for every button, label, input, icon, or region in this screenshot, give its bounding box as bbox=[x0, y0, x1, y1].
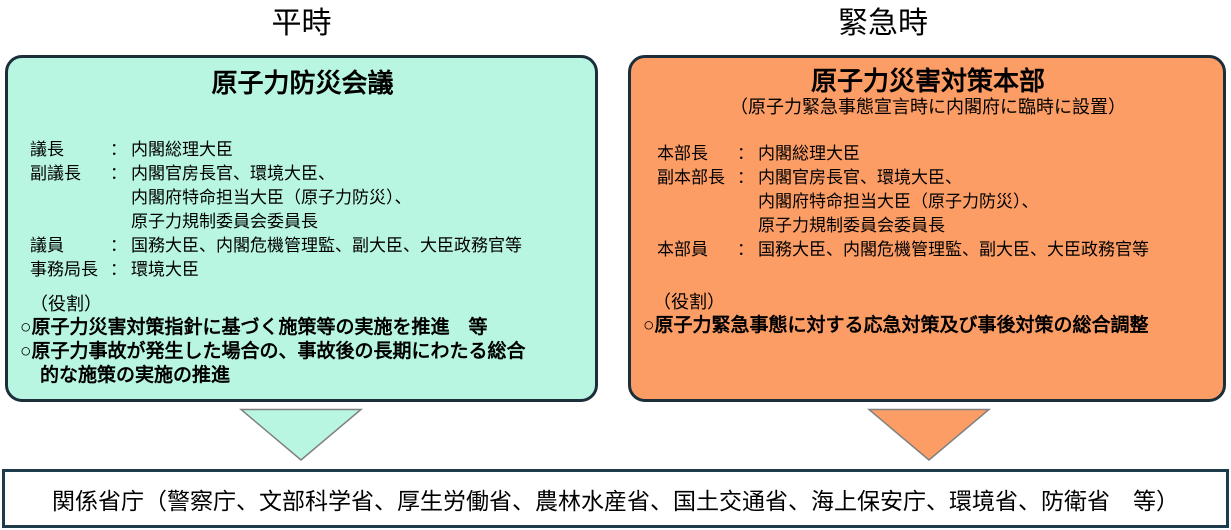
normal-time-label: 平時 bbox=[271, 7, 332, 40]
member-value: 内閣府特命担当大臣（原子力防災）、 bbox=[758, 192, 1039, 211]
member-role: 副本部長 bbox=[657, 168, 725, 187]
member-row-continuation: 原子力規制委員会委員長 bbox=[30, 210, 587, 234]
member-role: 事務局長 bbox=[30, 260, 98, 279]
member-row-continuation: 内閣府特命担当大臣（原子力防災）、 bbox=[30, 186, 587, 210]
member-value: 原子力規制委員会委員長 bbox=[758, 216, 945, 235]
member-role: 副議長 bbox=[30, 164, 81, 183]
headquarters-members: 本部長：内閣総理大臣 副本部長：内閣官房長官、環境大臣、 内閣府特命担当大臣（原… bbox=[641, 142, 1215, 262]
member-row-continuation: 原子力規制委員会委員長 bbox=[657, 214, 1215, 238]
member-row: 本部員 ：国務大臣、内閣危機管理監、副大臣、大臣政務官等 bbox=[657, 238, 1215, 262]
council-role-bullet: ○原子力災害対策指針に基づく施策等の実施を推進 等 bbox=[20, 317, 488, 338]
member-colon bbox=[110, 210, 131, 234]
council-title: 原子力防災会議 bbox=[211, 68, 394, 98]
member-value: 環境大臣 bbox=[131, 260, 199, 279]
down-arrow-icon bbox=[239, 408, 363, 461]
member-role bbox=[657, 190, 737, 214]
member-role bbox=[30, 210, 110, 234]
member-row: 事務局長 ：環境大臣 bbox=[30, 258, 587, 282]
council-roles-heading: （役割） bbox=[30, 294, 102, 314]
related-ministries-text: 関係省庁（警察庁、文部科学省、厚生労働省、農林水産省、国土交通省、海上保安庁、環… bbox=[52, 487, 1179, 514]
headquarters-roles-heading: （役割） bbox=[653, 292, 725, 312]
member-role bbox=[30, 186, 110, 210]
member-colon: ： bbox=[110, 260, 127, 279]
nuclear-preparedness-council-box: 原子力防災会議 議長：内閣総理大臣 副議長：内閣官房長官、環境大臣、 内閣府特命… bbox=[5, 55, 598, 402]
member-colon bbox=[737, 214, 758, 238]
emergency-time-label: 緊急時 bbox=[838, 7, 928, 40]
member-value: 国務大臣、内閣危機管理監、副大臣、大臣政務官等 bbox=[758, 240, 1149, 259]
member-row: 本部長 ：内閣総理大臣 bbox=[657, 142, 1215, 166]
member-role: 本部員 bbox=[657, 240, 708, 259]
member-value: 内閣総理大臣 bbox=[131, 140, 233, 159]
member-colon: ： bbox=[737, 240, 754, 259]
member-value: 原子力規制委員会委員長 bbox=[131, 212, 318, 231]
council-members: 議長：内閣総理大臣 副議長：内閣官房長官、環境大臣、 内閣府特命担当大臣（原子力… bbox=[18, 138, 587, 282]
member-row: 副本部長 ：内閣官房長官、環境大臣、 bbox=[657, 166, 1215, 190]
member-role: 議員 bbox=[30, 236, 64, 255]
member-value: 国務大臣、内閣危機管理監、副大臣、大臣政務官等 bbox=[131, 236, 522, 255]
member-role: 本部長 bbox=[657, 144, 708, 163]
member-row: 議長 ：内閣総理大臣 bbox=[30, 138, 587, 162]
member-value: 内閣官房長官、環境大臣、 bbox=[758, 168, 962, 187]
down-arrow-icon bbox=[867, 408, 991, 461]
member-colon: ： bbox=[110, 140, 127, 159]
nuclear-response-headquarters-box: 原子力災害対策本部 （原子力緊急事態宣言時に内閣府に臨時に設置） 本部長：内閣総… bbox=[628, 55, 1226, 402]
member-colon bbox=[110, 186, 131, 210]
member-colon: ： bbox=[737, 168, 754, 187]
down-arrow-normal-shape bbox=[239, 408, 363, 461]
related-ministries-box: 関係省庁（警察庁、文部科学省、厚生労働省、農林水産省、国土交通省、海上保安庁、環… bbox=[2, 469, 1229, 528]
member-role bbox=[657, 214, 737, 238]
member-colon bbox=[737, 190, 758, 214]
member-value: 内閣総理大臣 bbox=[758, 144, 860, 163]
down-arrow-emergency-shape bbox=[867, 408, 991, 461]
council-role-bullet: ○原子力事故が発生した場合の、事故後の長期にわたる総合 的な施策の実施の推進 bbox=[20, 341, 526, 386]
member-colon: ： bbox=[110, 236, 127, 255]
member-colon: ： bbox=[110, 164, 127, 183]
member-row: 議員 ：国務大臣、内閣危機管理監、副大臣、大臣政務官等 bbox=[30, 234, 587, 258]
headquarters-role-bullet: ○原子力緊急事態に対する応急対策及び事後対策の総合調整 bbox=[643, 315, 1149, 336]
member-row: 副議長 ：内閣官房長官、環境大臣、 bbox=[30, 162, 587, 186]
headquarters-title: 原子力災害対策本部 bbox=[810, 66, 1045, 96]
member-role: 議長 bbox=[30, 140, 64, 159]
member-row-continuation: 内閣府特命担当大臣（原子力防災）、 bbox=[657, 190, 1215, 214]
member-value: 内閣官房長官、環境大臣、 bbox=[131, 164, 335, 183]
headquarters-subtitle: （原子力緊急事態宣言時に内閣府に臨時に設置） bbox=[730, 97, 1126, 117]
member-value: 内閣府特命担当大臣（原子力防災）、 bbox=[131, 188, 412, 207]
member-colon: ： bbox=[737, 144, 754, 163]
